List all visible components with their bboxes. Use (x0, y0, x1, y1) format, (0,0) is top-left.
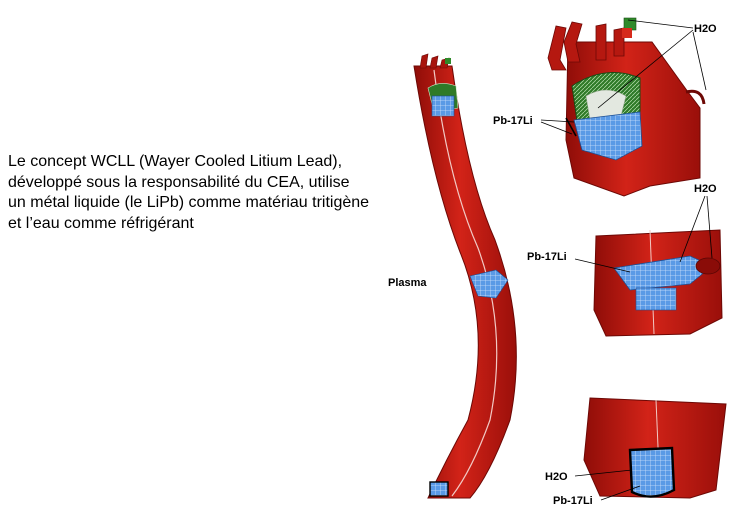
blanket-segment (413, 53, 517, 499)
bot-pb17li-label: Pb-17Li (553, 495, 593, 507)
description-line: un métal liquide (le LiPb) comme matéria… (8, 194, 370, 211)
detail-top (547, 17, 706, 197)
detail-middle (593, 229, 723, 337)
description-line: et l’eau comme réfrigérant (8, 214, 194, 232)
concept-description: Le concept WCLL (Wayer Cooled Litium Lea… (8, 152, 428, 234)
detail-bottom (583, 397, 727, 499)
mid-pb17li-label: Pb-17Li (527, 251, 567, 263)
top-h2o-label: H2O (694, 23, 717, 35)
description-line: développé sous la responsabilité du CEA,… (8, 173, 350, 191)
top-pb17li-label: Pb-17Li (493, 115, 533, 127)
mid-h2o-label: H2O (694, 183, 717, 195)
bot-h2o-label: H2O (545, 471, 568, 483)
description-line: Le concept WCLL (Wayer Cooled Litium Lea… (8, 153, 343, 170)
plasma-label: Plasma (388, 277, 427, 289)
